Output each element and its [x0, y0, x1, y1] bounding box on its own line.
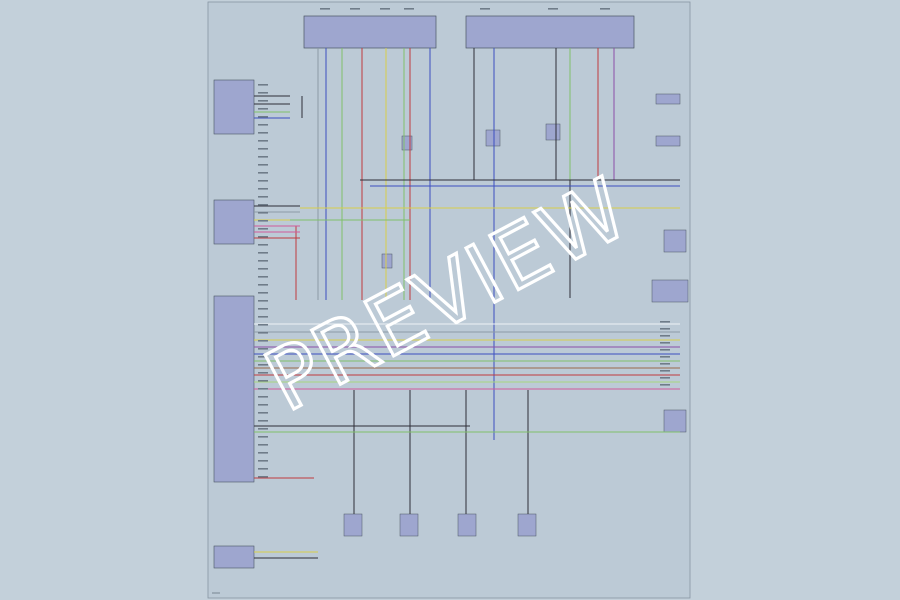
- tiny-label-mark: [258, 204, 268, 206]
- bottom-switch-2: [399, 513, 419, 537]
- relay-4: [381, 253, 393, 269]
- tiny-label-mark: [660, 377, 670, 379]
- tiny-label-mark: [258, 476, 268, 478]
- tiny-label-mark: [258, 92, 268, 94]
- tiny-label-mark: [350, 8, 360, 10]
- tiny-label-mark: [258, 428, 268, 430]
- tiny-label-mark: [660, 349, 670, 351]
- tiny-label-mark: [258, 260, 268, 262]
- right-switch-1: [663, 229, 687, 253]
- tiny-label-mark: [258, 468, 268, 470]
- tiny-label-mark: [258, 292, 268, 294]
- tiny-label-mark: [258, 108, 268, 110]
- tiny-label-mark: [660, 384, 670, 386]
- relay-2: [545, 123, 561, 141]
- tiny-label-mark: [258, 396, 268, 398]
- tiny-label-mark: [258, 308, 268, 310]
- tiny-label-mark: [258, 452, 268, 454]
- tiny-label-mark: [258, 404, 268, 406]
- tiny-label-mark: [258, 412, 268, 414]
- horizontal-wires: [254, 95, 680, 559]
- tiny-label-mark: [258, 172, 268, 174]
- relay-3: [401, 135, 413, 151]
- bottom-switch-3: [457, 513, 477, 537]
- tiny-label-mark: [258, 460, 268, 462]
- bottom-switch-1: [343, 513, 363, 537]
- tiny-label-mark: [258, 84, 268, 86]
- tiny-label-mark: [258, 372, 268, 374]
- tiny-label-mark: [660, 335, 670, 337]
- tiny-label-mark: [660, 321, 670, 323]
- tiny-label-mark: [660, 328, 670, 330]
- tiny-label-mark: [660, 363, 670, 365]
- tiny-label-mark: [320, 8, 330, 10]
- top-fuse-box-left: [303, 15, 437, 49]
- tiny-label-mark: [258, 324, 268, 326]
- component-block-4: [213, 545, 255, 569]
- tiny-label-mark: [258, 364, 268, 366]
- tiny-label-mark: [258, 356, 268, 358]
- component-block-1: [213, 79, 255, 135]
- tiny-label-mark: [548, 8, 558, 10]
- tiny-label-mark: [258, 212, 268, 214]
- tiny-labels: [258, 8, 670, 478]
- tiny-label-mark: [258, 332, 268, 334]
- tiny-label-mark: [258, 444, 268, 446]
- component-block-2: [213, 199, 255, 245]
- vertical-wires: [295, 48, 615, 514]
- tiny-label-mark: [258, 164, 268, 166]
- tiny-label-mark: [258, 380, 268, 382]
- diagram-sheet: [207, 1, 691, 599]
- tiny-label-mark: [380, 8, 390, 10]
- tiny-label-mark: [258, 244, 268, 246]
- tiny-label-mark: [258, 268, 268, 270]
- tiny-label-mark: [258, 100, 268, 102]
- tiny-label-mark: [660, 370, 670, 372]
- tiny-label-mark: [258, 132, 268, 134]
- tiny-label-mark: [258, 284, 268, 286]
- tiny-label-mark: [258, 348, 268, 350]
- bottom-switch-4: [517, 513, 537, 537]
- tiny-label-mark: [600, 8, 610, 10]
- tiny-label-mark: [258, 140, 268, 142]
- right-box-2: [655, 135, 681, 147]
- tiny-label-mark: [258, 276, 268, 278]
- tiny-label-mark: [258, 236, 268, 238]
- component-block-main: [213, 295, 255, 483]
- tiny-label-mark: [258, 420, 268, 422]
- tiny-label-mark: [258, 228, 268, 230]
- tiny-label-mark: [258, 388, 268, 390]
- top-fuse-box-right: [465, 15, 635, 49]
- relay-1: [485, 129, 501, 147]
- tiny-label-mark: [258, 196, 268, 198]
- tiny-label-mark: [258, 148, 268, 150]
- tiny-label-mark: [480, 8, 490, 10]
- tiny-label-mark: [258, 180, 268, 182]
- right-switch-2: [663, 409, 687, 433]
- tiny-label-mark: [258, 316, 268, 318]
- tiny-label-mark: [258, 220, 268, 222]
- tiny-label-mark: [258, 340, 268, 342]
- tiny-label-mark: [258, 116, 268, 118]
- tiny-label-mark: [258, 252, 268, 254]
- tiny-label-mark: [660, 356, 670, 358]
- tiny-label-mark: [258, 124, 268, 126]
- tiny-label-mark: [404, 8, 414, 10]
- tiny-label-mark: [258, 300, 268, 302]
- right-box-1: [655, 93, 681, 105]
- tiny-label-mark: [258, 436, 268, 438]
- right-box-3: [651, 279, 689, 303]
- tiny-label-mark: [660, 342, 670, 344]
- tiny-label-mark: [258, 156, 268, 158]
- tiny-label-mark: [258, 188, 268, 190]
